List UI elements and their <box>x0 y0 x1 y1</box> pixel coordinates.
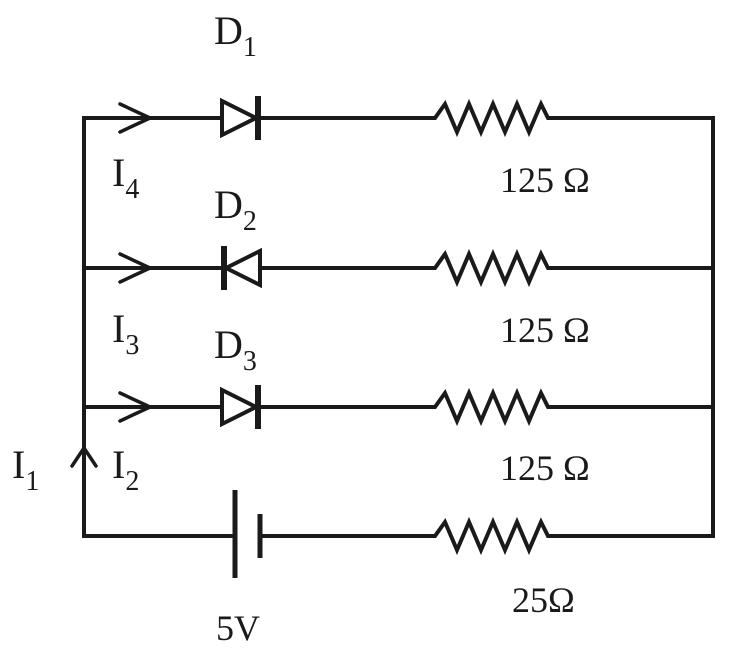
battery-branch <box>82 490 715 578</box>
diode-d1-symbol <box>220 97 261 139</box>
current-i4-label: I4 <box>112 150 139 205</box>
current-i4-subscript: 4 <box>125 174 139 205</box>
diode-d2-subscript: 2 <box>243 206 257 237</box>
battery-voltage-label: 5V <box>216 608 260 648</box>
current-arrow-i1 <box>70 446 98 468</box>
diode-d1-subscript: 1 <box>243 32 257 63</box>
current-i2-subscript: 2 <box>125 466 139 497</box>
diode-d2-symbol <box>221 247 262 289</box>
current-i3-label: I3 <box>112 306 139 361</box>
resistor-r4-value: 25Ω <box>512 580 575 620</box>
resistor-r2-value: 125 Ω <box>500 310 590 350</box>
branch-2 <box>82 246 715 290</box>
branch-1 <box>82 96 715 140</box>
diode-d3-letter: D <box>214 322 243 367</box>
current-i2-letter: I <box>112 442 125 487</box>
diode-d2-letter: D <box>214 182 243 227</box>
current-arrow-i2 <box>118 391 152 423</box>
diode-d3-subscript: 3 <box>243 346 257 377</box>
diode-d3-symbol <box>220 386 261 428</box>
current-i1-letter: I <box>12 442 25 487</box>
resistor-r4-symbol <box>425 516 580 556</box>
current-i1-label: I1 <box>12 442 39 497</box>
resistor-r2-symbol <box>425 248 580 288</box>
diode-d2-label: D2 <box>214 182 257 237</box>
current-i2-label: I2 <box>112 442 139 497</box>
resistor-r1-symbol <box>425 98 580 138</box>
current-arrow-i4 <box>118 102 152 134</box>
diode-d1-letter: D <box>214 8 243 53</box>
current-i1-subscript: 1 <box>25 466 39 497</box>
diode-d3-label: D3 <box>214 322 257 377</box>
diode-d1-label: D1 <box>214 8 257 63</box>
resistor-r3-symbol <box>425 387 580 427</box>
current-arrow-i3 <box>118 252 152 284</box>
resistor-r3-value: 125 Ω <box>500 448 590 488</box>
current-i3-letter: I <box>112 306 125 351</box>
current-i4-letter: I <box>112 150 125 195</box>
resistor-r1-value: 125 Ω <box>500 160 590 200</box>
branch-3 <box>82 385 715 429</box>
current-i3-subscript: 3 <box>125 330 139 361</box>
